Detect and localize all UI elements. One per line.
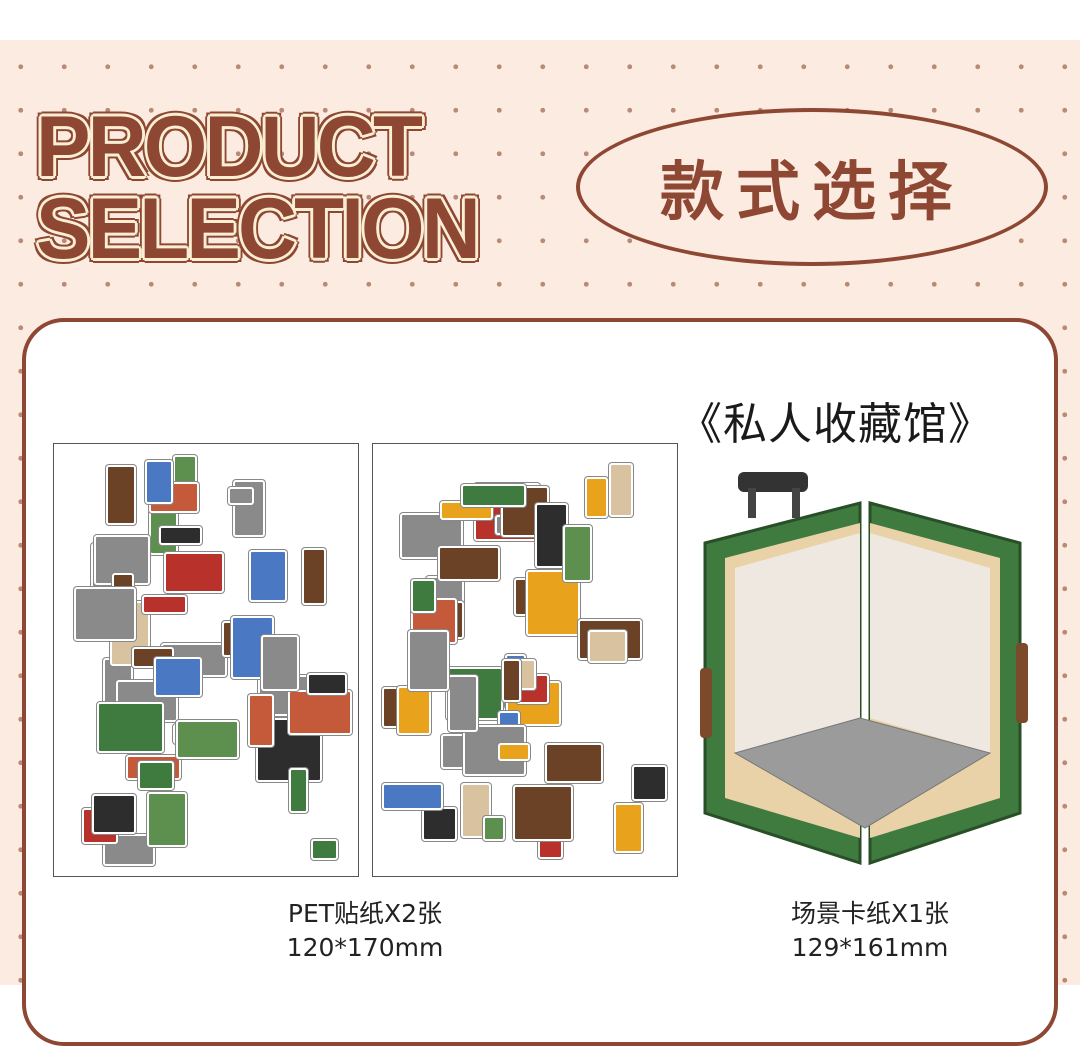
sticker <box>288 768 308 814</box>
section-badge: 款式选择 <box>576 108 1048 266</box>
sticker <box>176 719 239 759</box>
sticker <box>287 690 352 736</box>
title-line-1: PRODUCT <box>36 99 423 195</box>
sticker <box>397 686 431 735</box>
sticker <box>381 783 444 810</box>
sticker <box>437 545 501 581</box>
sticker <box>447 675 479 733</box>
sticker <box>146 791 188 847</box>
sticker <box>163 552 224 593</box>
sticker <box>154 657 203 698</box>
sticker <box>421 807 458 842</box>
sticker <box>145 460 174 505</box>
sticker <box>608 462 634 517</box>
title-line-2: SELECTION <box>36 181 481 277</box>
sticker <box>106 465 136 525</box>
item-name: PET贴纸X2张 <box>287 899 443 928</box>
collection-name: 《私人收藏馆》 <box>678 399 993 450</box>
suitcase-scene-card <box>700 472 1028 866</box>
item-name: 场景卡纸X1张 <box>790 899 950 928</box>
sticker <box>407 630 449 692</box>
sticker <box>584 477 608 518</box>
sticker <box>227 486 255 505</box>
sticker <box>482 816 506 842</box>
sticker <box>137 760 174 791</box>
sticker <box>411 578 437 613</box>
sticker <box>563 525 593 583</box>
suitcase-handle <box>738 472 808 492</box>
sticker <box>158 525 203 546</box>
item-caption-scene-card: 场景卡纸X1张 129*161mm <box>720 897 1020 965</box>
sticker <box>311 839 338 860</box>
sticker <box>261 635 299 691</box>
sticker <box>91 794 137 834</box>
sticker <box>301 547 327 606</box>
item-size: 129*161mm <box>791 933 949 962</box>
sticker <box>460 484 527 507</box>
sticker <box>631 765 668 801</box>
sticker-sheet-1 <box>53 443 359 877</box>
sticker-sheet-2 <box>372 443 678 877</box>
item-caption-stickers: PET贴纸X2张 120*170mm <box>205 897 525 965</box>
item-size: 120*170mm <box>286 933 444 962</box>
sticker <box>501 659 522 703</box>
sticker <box>513 784 574 841</box>
sticker <box>307 672 348 695</box>
sticker <box>73 587 136 642</box>
sticker <box>247 694 274 748</box>
sticker <box>613 803 644 853</box>
sticker <box>96 701 165 753</box>
sticker <box>498 743 531 762</box>
sticker <box>545 743 603 783</box>
sticker <box>141 595 188 615</box>
sticker <box>249 550 288 603</box>
sticker <box>587 629 627 664</box>
